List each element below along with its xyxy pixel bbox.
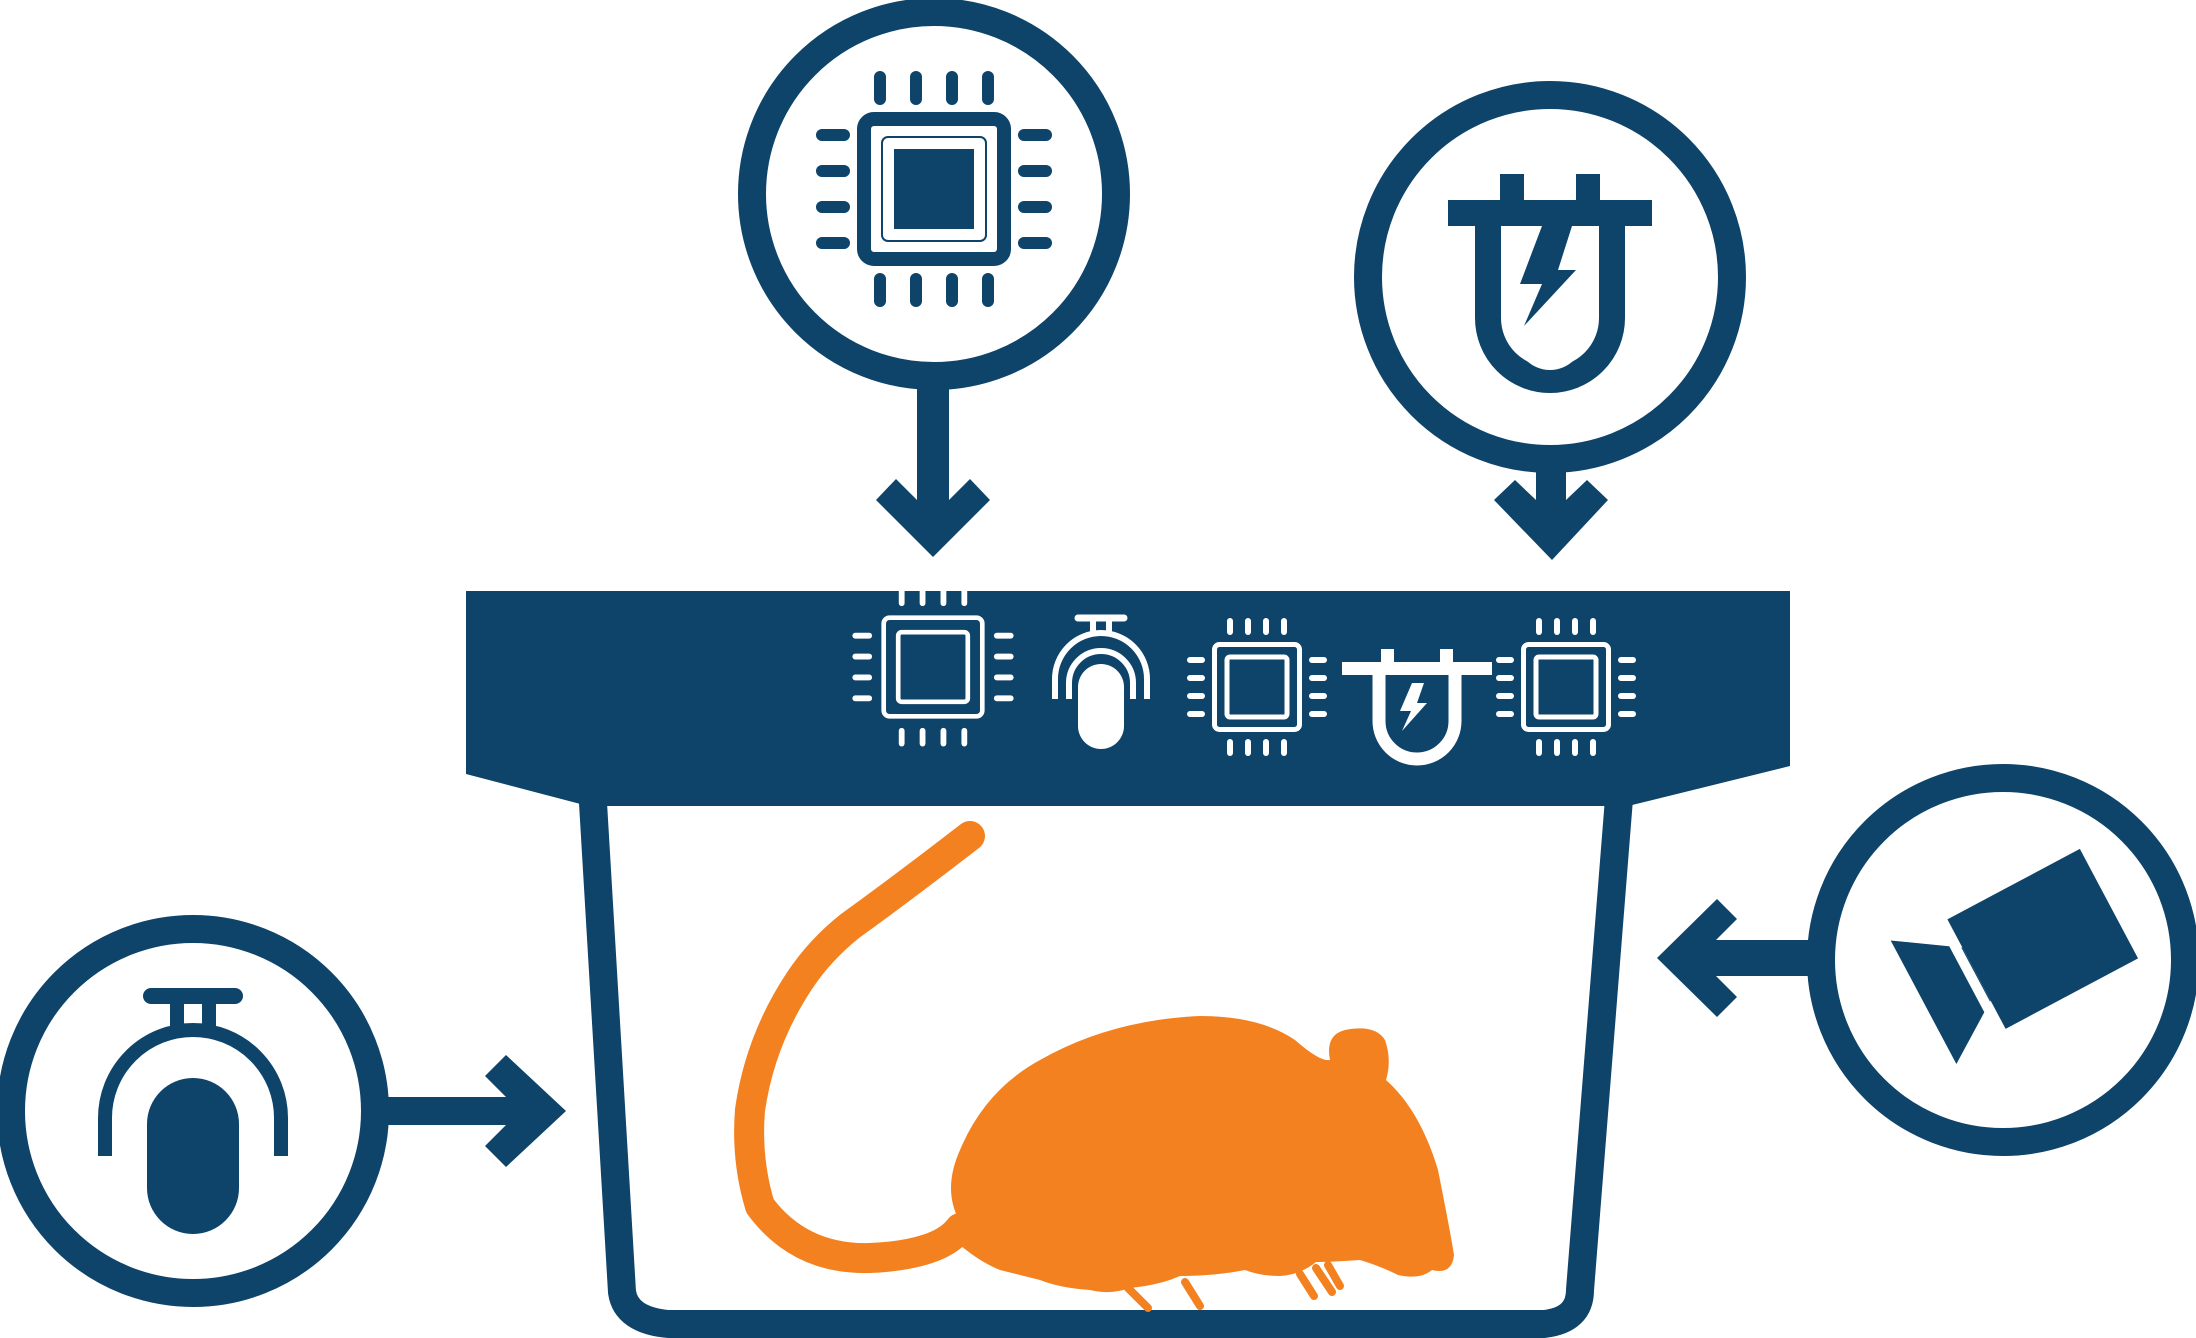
- lid-plug-icon: [1342, 649, 1492, 766]
- power-arrow: [1494, 470, 1608, 560]
- lid-chip-icon-3: [1496, 618, 1636, 756]
- lid-sensor-icon: [1052, 614, 1150, 749]
- chip-node: [738, 0, 1130, 390]
- sensor-icon: [98, 988, 288, 1234]
- power-node: [1354, 81, 1746, 473]
- mouse-icon: [734, 821, 1454, 1312]
- lid-chip-icon-2: [1187, 618, 1327, 756]
- camera-icon: [1890, 848, 2139, 1065]
- lid-chip-icon-1: [852, 587, 1014, 747]
- cage-lid: [466, 591, 1790, 806]
- chip-icon: [816, 71, 1052, 307]
- sensor-arrow: [386, 1055, 566, 1167]
- camera-arrow: [1657, 899, 1816, 1017]
- chip-arrow: [876, 386, 990, 557]
- cage-body: [578, 784, 1634, 1338]
- plug-icon: [1448, 174, 1652, 393]
- camera-node: [1807, 764, 2196, 1156]
- sensor-node: [0, 915, 389, 1307]
